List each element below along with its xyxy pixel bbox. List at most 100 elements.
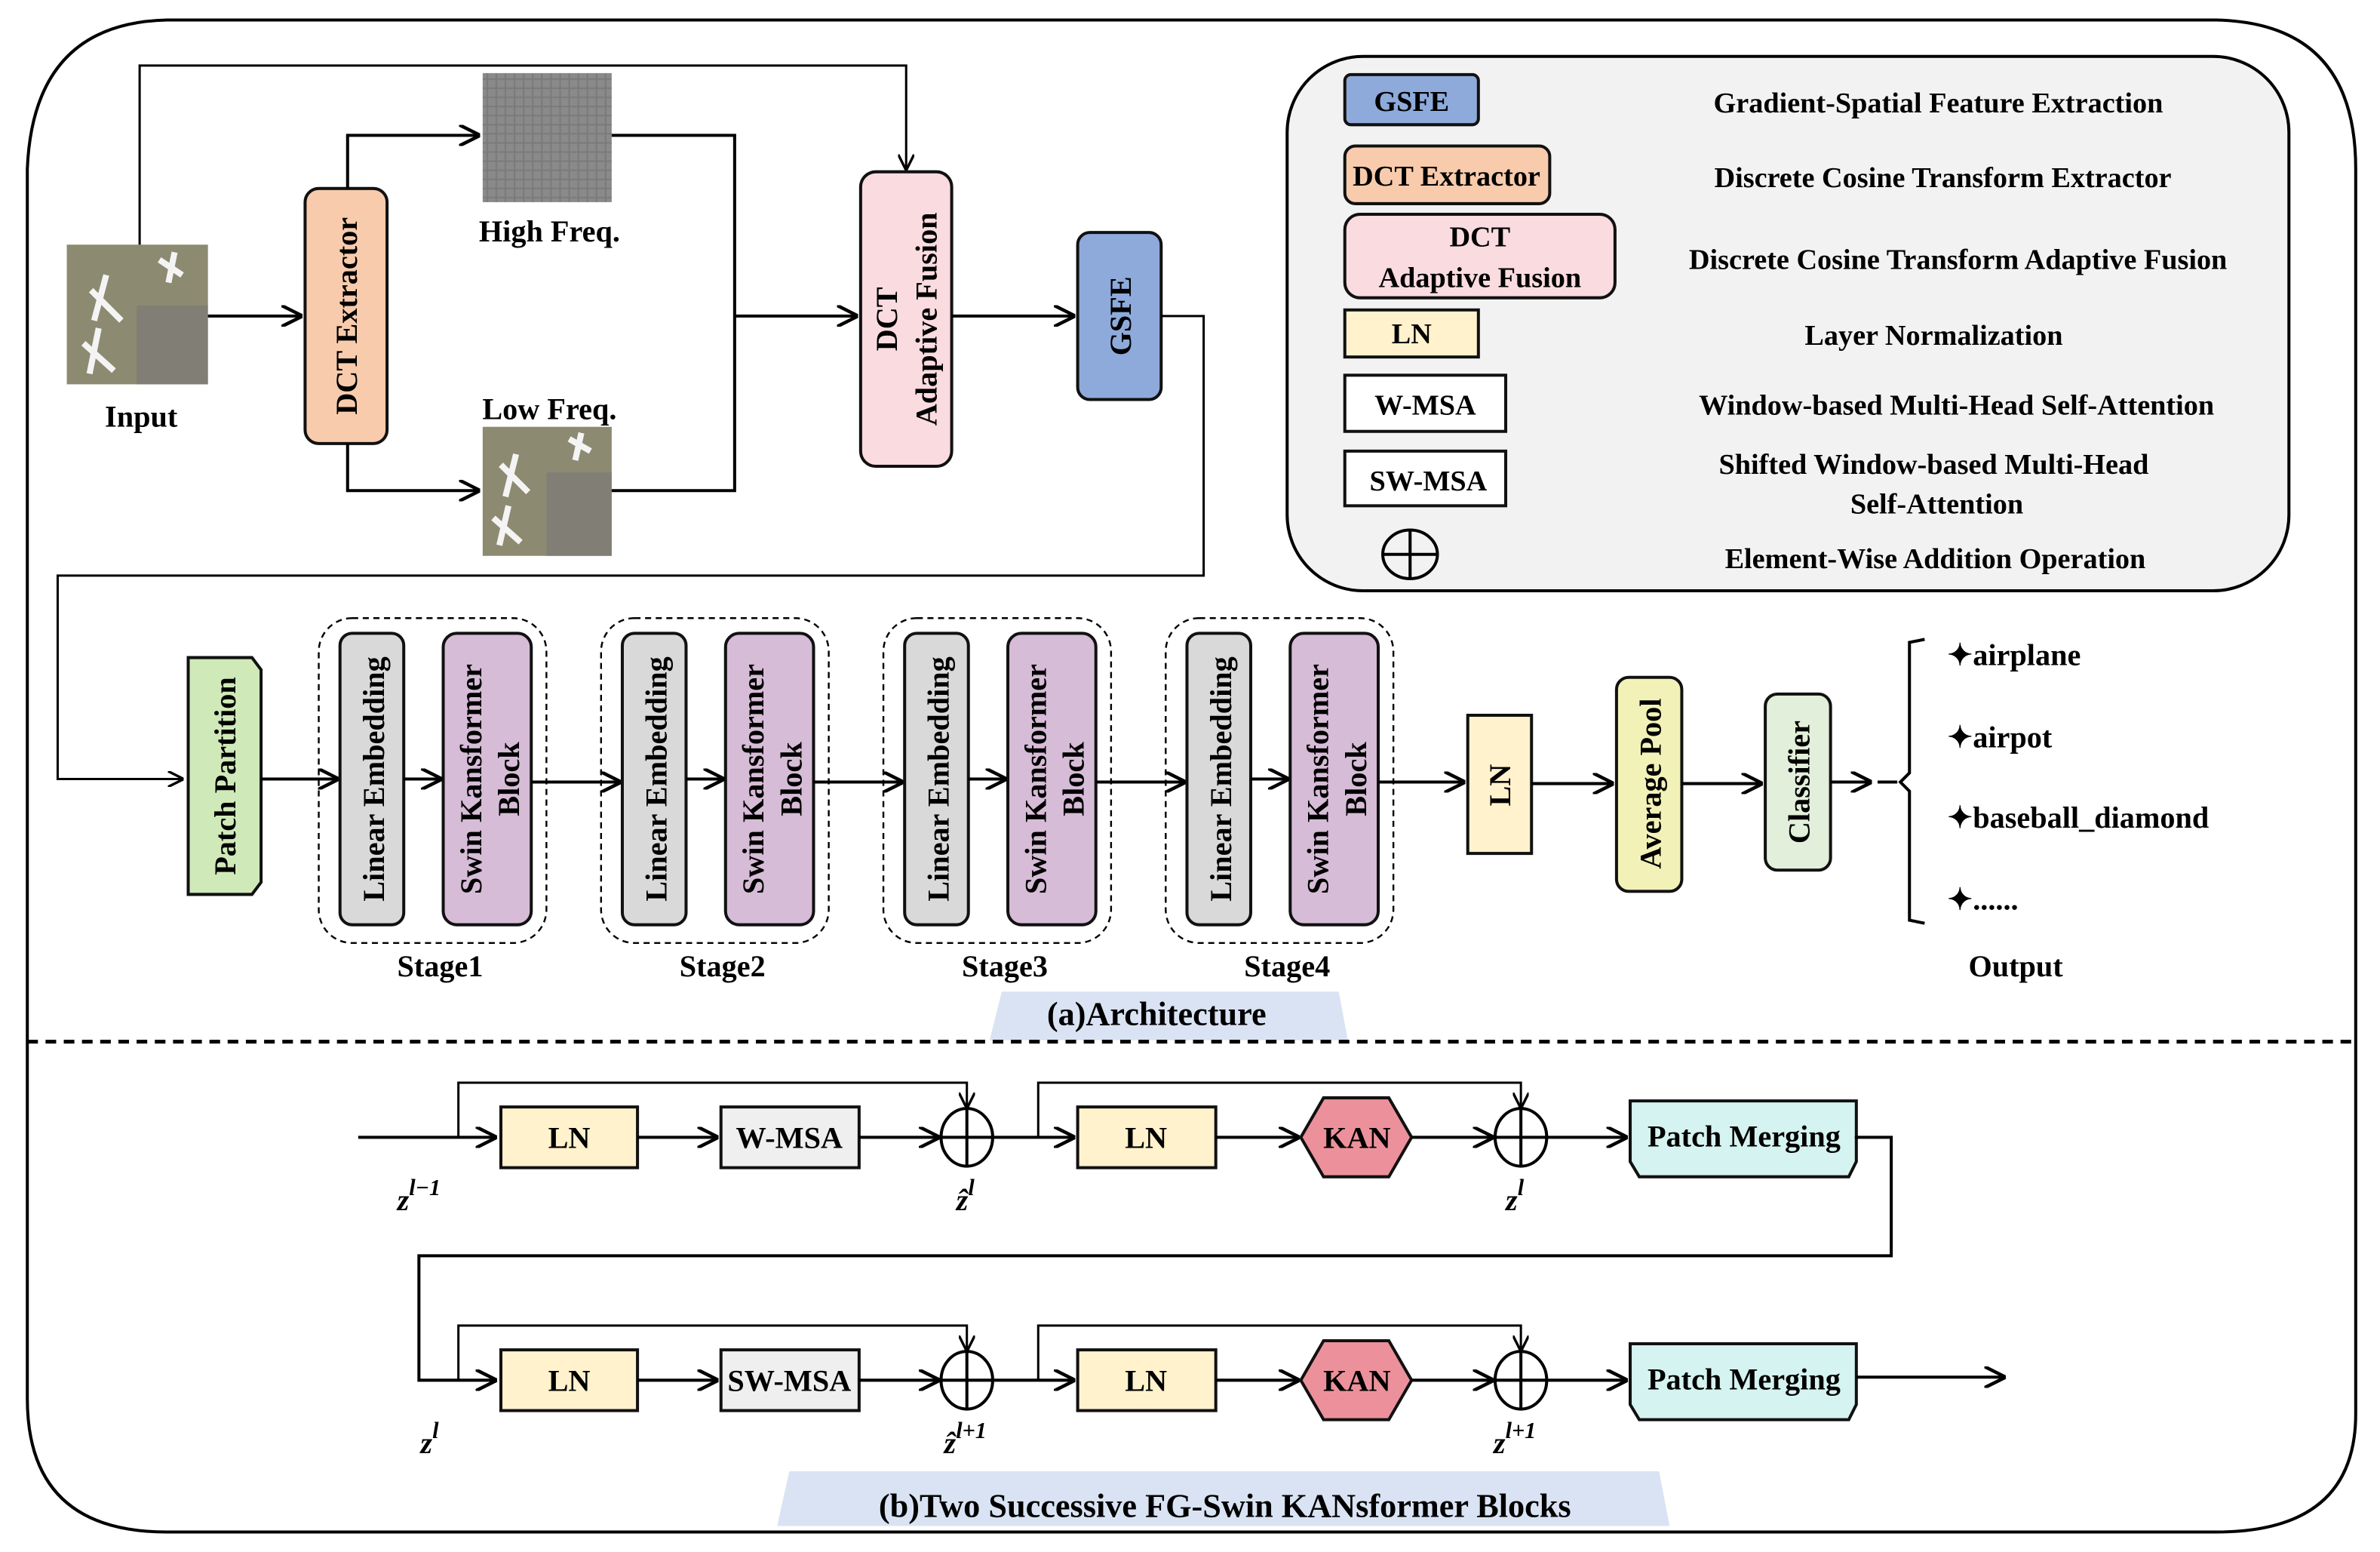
- linear-embedding-label: Linear Embedding: [639, 656, 673, 902]
- z-label: zl+1: [1492, 1418, 1536, 1460]
- z-label: zl: [1504, 1175, 1525, 1217]
- z-label: ẑl+1: [943, 1418, 987, 1460]
- legend-wmsa-desc: Window-based Multi-Head Self-Attention: [1699, 390, 2214, 422]
- legend-add-desc: Element-Wise Addition Operation: [1725, 543, 2146, 575]
- kan-block[interactable]: [1299, 1338, 1414, 1421]
- input-image: [66, 244, 208, 385]
- output-class-1: ✦airplane: [1948, 638, 2081, 672]
- ln-label: LN: [548, 1120, 591, 1154]
- svg-text:SW-MSA: SW-MSA: [1370, 466, 1488, 497]
- average-pool-label: Average Pool: [1633, 699, 1667, 869]
- legend-dct-fusion-swatch: [1343, 213, 1617, 300]
- patch-partition-label: Patch Partition: [208, 677, 242, 875]
- legend-wmsa-swatch: [1343, 373, 1508, 433]
- swin-kansformer-block[interactable]: [441, 632, 533, 927]
- output-class-3: ✦baseball_diamond: [1948, 801, 2210, 834]
- low-freq-label: Low Freq.: [482, 392, 616, 426]
- svg-text:GSFE: GSFE: [1374, 86, 1449, 118]
- swin-block-label-1: Swin Kansformer: [736, 664, 770, 894]
- swin-kansformer-block[interactable]: [1006, 632, 1098, 927]
- swin-kansformer-block[interactable]: [1288, 632, 1380, 927]
- swin-block-label-1: Swin Kansformer: [1018, 664, 1052, 894]
- z-label: zl: [419, 1418, 439, 1460]
- linear-embedding-label: Linear Embedding: [922, 656, 956, 902]
- ln-block[interactable]: [499, 1105, 640, 1169]
- legend-swmsa-swatch: [1343, 449, 1508, 508]
- swin-kansformer-block[interactable]: [723, 632, 815, 927]
- kan-label: KAN: [1323, 1120, 1390, 1154]
- stage-label: Stage1: [398, 949, 484, 983]
- output-class-more: ✦......: [1948, 883, 2019, 917]
- dct-extractor-label: DCT Extractor: [330, 217, 364, 415]
- ln-label: LN: [1125, 1363, 1167, 1397]
- svg-text:DCT Extractor: DCT Extractor: [1353, 161, 1540, 192]
- ln-block[interactable]: [1076, 1105, 1218, 1169]
- msa-label: SW-MSA: [727, 1363, 851, 1397]
- dct-fusion-label-2: Adaptive Fusion: [909, 212, 943, 426]
- patch-merging-block[interactable]: [1629, 1342, 1858, 1421]
- svg-text:W-MSA: W-MSA: [1374, 390, 1476, 422]
- msa-block[interactable]: [719, 1348, 861, 1412]
- kan-block[interactable]: [1299, 1096, 1414, 1179]
- legend: GSFE Gradient-Spatial Feature Extraction…: [1285, 54, 2291, 593]
- msa-label: W-MSA: [736, 1120, 843, 1154]
- swin-block-label-2: Block: [1057, 742, 1091, 816]
- swin-block-label-2: Block: [492, 742, 526, 816]
- legend-dct-extractor-swatch: [1343, 144, 1552, 205]
- kansformer-row2: LN SW-MSA LN KAN Patch Merging zl ẑl+1 zl+1: [419, 1324, 2004, 1460]
- kansformer-row1: LN W-MSA LN KAN Patch Merging zl−1 ẑl zl: [358, 1081, 1858, 1217]
- caption-a-bg: [989, 991, 1348, 1040]
- z-label: ẑl: [955, 1175, 975, 1217]
- ln-label: LN: [548, 1363, 591, 1397]
- input-label: Input: [105, 400, 178, 434]
- outer-frame: [26, 18, 2357, 1534]
- final-ln-block[interactable]: [1466, 714, 1534, 856]
- output-class-2: ✦airpot: [1948, 720, 2053, 754]
- gsfe-label: GSFE: [1104, 276, 1138, 355]
- dct-fusion-block[interactable]: [858, 170, 954, 469]
- legend-dct-fusion-desc: Discrete Cosine Transform Adaptive Fusio…: [1689, 244, 2227, 275]
- classifier-label: Classifier: [1782, 721, 1816, 844]
- legend-ln-desc: Layer Normalization: [1804, 320, 2062, 352]
- legend-swmsa-desc-1: Shifted Window-based Multi-Head: [1719, 449, 2149, 481]
- ln-label: LN: [1125, 1120, 1167, 1154]
- patch-merging-label: Patch Merging: [1648, 1362, 1841, 1396]
- high-freq-image: [482, 72, 612, 202]
- kan-label: KAN: [1323, 1363, 1390, 1397]
- legend-gsfe-desc: Gradient-Spatial Feature Extraction: [1714, 88, 2163, 119]
- output-brace: [1877, 638, 1925, 925]
- caption-blocks: (b)Two Successive FG-Swin KANsformer Blo…: [879, 1487, 1571, 1524]
- stage-label: Stage2: [680, 949, 766, 983]
- final-ln-label: LN: [1483, 764, 1517, 807]
- output-label: Output: [1968, 949, 2063, 983]
- high-freq-label: High Freq.: [479, 214, 620, 248]
- patch-merging-label: Patch Merging: [1648, 1119, 1841, 1153]
- legend-dct-extractor-desc: Discrete Cosine Transform Extractor: [1714, 162, 2171, 194]
- stage-label: Stage3: [962, 949, 1048, 983]
- svg-text:LN: LN: [1392, 318, 1432, 350]
- dct-fusion-label-1: DCT: [870, 287, 904, 351]
- linear-embedding-label: Linear Embedding: [1204, 656, 1238, 902]
- linear-embedding-label: Linear Embedding: [357, 656, 391, 902]
- swin-block-label-2: Block: [1339, 742, 1373, 816]
- patch-merging-block[interactable]: [1629, 1099, 1858, 1179]
- legend-gsfe-swatch: [1343, 72, 1480, 127]
- patch-partition-block[interactable]: [186, 656, 263, 896]
- legend-ln-swatch: [1343, 308, 1480, 359]
- z-label: zl−1: [396, 1175, 441, 1217]
- caption-b-bg: [777, 1471, 1670, 1526]
- ln-block[interactable]: [1076, 1348, 1218, 1412]
- legend-add-icon: [1381, 528, 1439, 580]
- swin-block-label-1: Swin Kansformer: [1301, 664, 1335, 894]
- swin-block-label-2: Block: [774, 742, 808, 816]
- stage-label: Stage4: [1244, 949, 1330, 983]
- caption-architecture: (a)Architecture: [1047, 995, 1267, 1032]
- svg-text:DCT: DCT: [1449, 221, 1510, 253]
- swin-block-label-1: Swin Kansformer: [454, 664, 488, 894]
- svg-text:Adaptive Fusion: Adaptive Fusion: [1378, 263, 1581, 294]
